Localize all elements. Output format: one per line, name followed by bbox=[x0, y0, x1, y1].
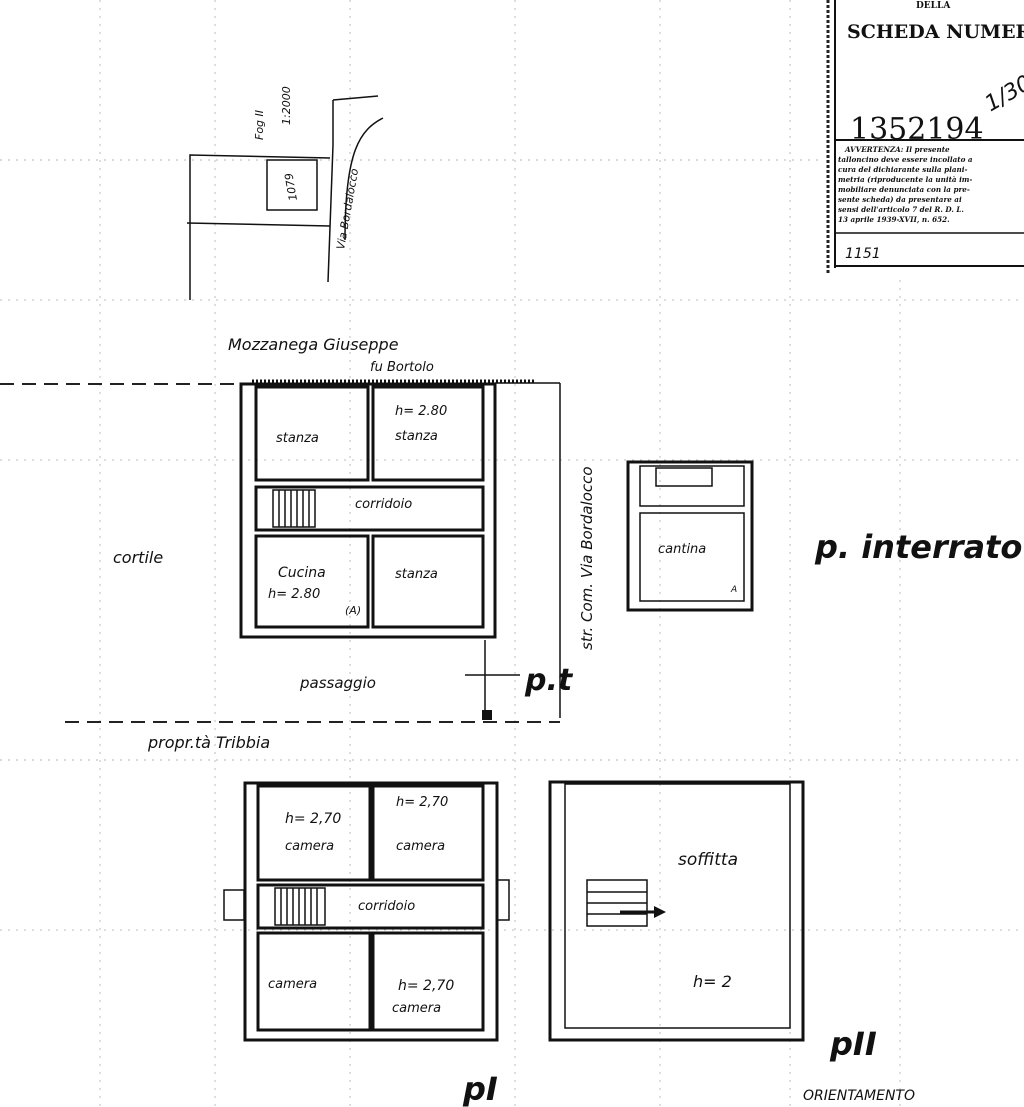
property-note: propr.tà Tribbia bbox=[147, 733, 270, 752]
site-plan: Fog II 1:2000 1079 Via Bordalocco bbox=[186, 86, 384, 300]
first-floor-label: pI bbox=[462, 1070, 498, 1107]
site-street: Via Bordalocco bbox=[334, 167, 361, 250]
warning-line: metria (riproducente la unità im- bbox=[838, 175, 972, 184]
arrow-icon bbox=[620, 906, 666, 918]
sheet-number: Fog II bbox=[253, 110, 266, 140]
passage-label: passaggio bbox=[299, 674, 376, 692]
neighbor-name: Mozzanega Giuseppe bbox=[228, 335, 399, 354]
stamp-signature: 1151 bbox=[845, 246, 881, 262]
room-height: h= 2,70 bbox=[396, 795, 448, 810]
attic-height: h= 2 bbox=[693, 972, 732, 991]
stamp-fraction: 1/30 bbox=[981, 71, 1024, 117]
ground-floor-plan: Mozzanega Giuseppe fu Bortolo stanza h= … bbox=[0, 335, 596, 752]
cellar-marker: A bbox=[730, 585, 737, 595]
registration-stamp: DELLA SCHEDA NUMERO 1/30 1352194 AVVERTE… bbox=[826, 0, 1024, 275]
stairs-icon bbox=[272, 489, 316, 528]
basement-floor-label: p. interrato bbox=[814, 528, 1022, 566]
warning-line: talloncino deve essere incollato a bbox=[838, 155, 973, 164]
room-height: h= 2.80 bbox=[268, 587, 320, 602]
room-height: h= 2.80 bbox=[395, 404, 447, 419]
room-label: camera bbox=[392, 1001, 441, 1016]
attic-floor-label: pII bbox=[829, 1025, 877, 1063]
parcel-number: 1079 bbox=[282, 172, 300, 202]
room-label: camera bbox=[268, 977, 317, 992]
warning-line: 13 aprile 1939-XVII, n. 652. bbox=[838, 215, 950, 224]
room-height: h= 2,70 bbox=[285, 811, 341, 827]
room-label: stanza bbox=[276, 431, 319, 446]
scale: 1:2000 bbox=[280, 86, 293, 125]
ground-floor-label: p.t bbox=[524, 663, 574, 698]
stairs-icon bbox=[586, 879, 648, 927]
basement-plan: cantina A p. interrato bbox=[626, 460, 1022, 612]
stairs-icon bbox=[274, 887, 326, 926]
room-label: corridoio bbox=[355, 497, 412, 512]
attic-plan: soffitta h= 2 pII bbox=[548, 780, 877, 1063]
stamp-scheda-numero: SCHEDA NUMERO bbox=[847, 21, 1024, 43]
room-label: stanza bbox=[395, 429, 438, 444]
room-label: Cucina bbox=[278, 565, 326, 581]
warning-line: cura del dichiarante sulla plani- bbox=[838, 165, 967, 174]
stamp-number: 1352194 bbox=[850, 112, 984, 147]
room-label: corridoio bbox=[358, 899, 415, 914]
first-floor-plan: h= 2,70 camera h= 2,70 camera corridoio … bbox=[223, 781, 510, 1107]
stamp-della: DELLA bbox=[916, 1, 951, 11]
room-label: camera bbox=[285, 839, 334, 854]
warning-line: AVVERTENZA: Il presente bbox=[844, 145, 950, 154]
room-label: stanza bbox=[395, 567, 438, 582]
cellar-label: cantina bbox=[658, 542, 706, 557]
warning-line: sente scheda) da presentare ai bbox=[838, 195, 962, 204]
warning-line: sensi dell'articolo 7 del R. D. L. bbox=[838, 205, 964, 214]
orientation-label: ORIENTAMENTO bbox=[803, 1088, 915, 1104]
neighbor-father: fu Bortolo bbox=[370, 360, 434, 375]
courtyard-label: cortile bbox=[113, 548, 163, 567]
street-label: str. Com. Via Bordalocco bbox=[578, 466, 596, 650]
room-label: camera bbox=[396, 839, 445, 854]
attic-label: soffitta bbox=[678, 850, 738, 870]
room-marker: (A) bbox=[345, 604, 361, 617]
warning-line: mobiliare denunciata con la pre- bbox=[838, 185, 970, 194]
room-height: h= 2,70 bbox=[398, 978, 454, 994]
